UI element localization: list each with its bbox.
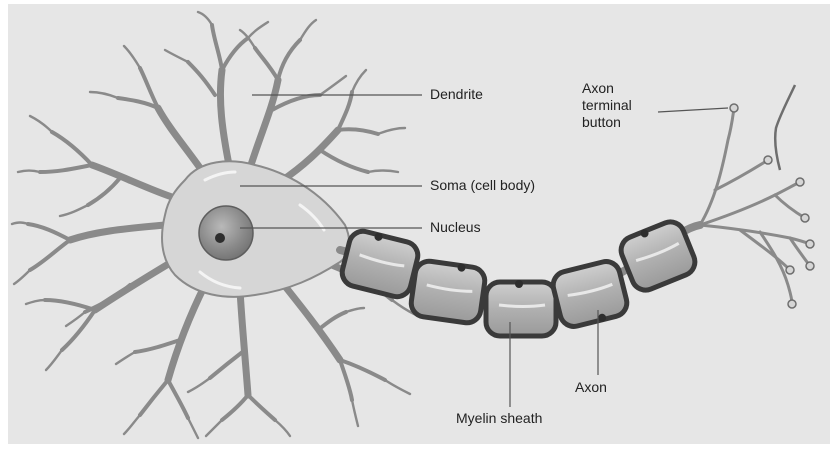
terminal-buttons — [729, 103, 815, 309]
nucleus-shape — [198, 205, 254, 261]
label-axon-terminal-button: Axon terminal button — [582, 80, 632, 131]
label-dendrite: Dendrite — [430, 86, 483, 102]
soma-body — [161, 160, 351, 298]
label-axon-terminal-line-2: terminal — [582, 97, 632, 113]
label-soma: Soma (cell body) — [430, 177, 536, 193]
nucleolus-shape — [215, 233, 225, 243]
target-cell-edge — [773, 84, 797, 171]
myelin-segments — [339, 219, 698, 339]
label-axon-terminal-line-3: button — [582, 114, 621, 130]
label-nucleus: Nucleus — [430, 219, 481, 235]
axon-terminals — [698, 106, 812, 306]
leader-lines — [240, 94, 729, 407]
label-axon: Axon — [575, 379, 607, 395]
label-myelin-sheath: Myelin sheath — [456, 410, 543, 426]
label-axon-terminal-line-1: Axon — [582, 80, 614, 96]
